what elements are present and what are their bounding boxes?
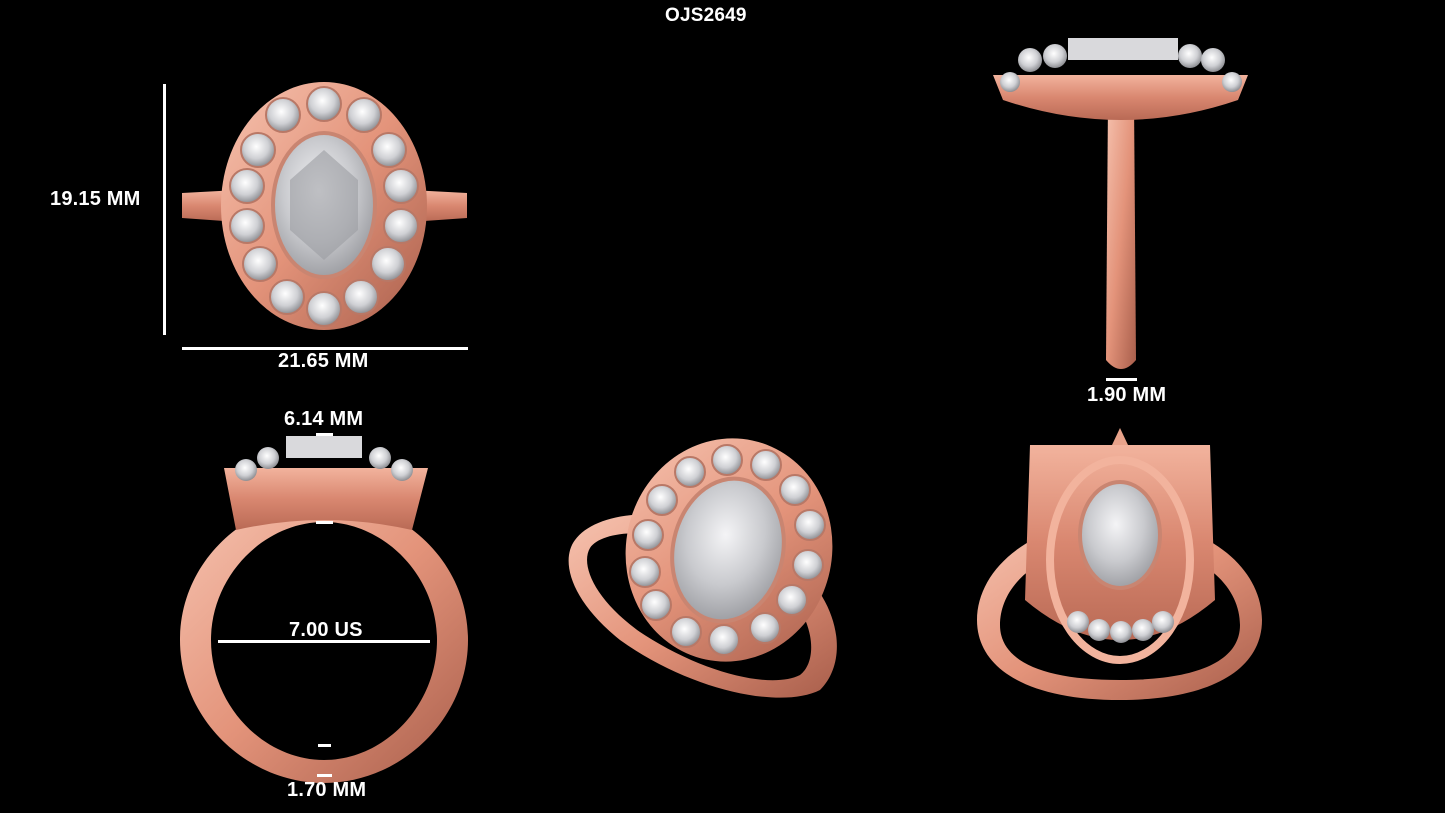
front-view [180, 436, 468, 783]
base-dimension-line-top [318, 744, 331, 747]
front-view-head [224, 468, 428, 530]
shank-top-label: 1.90 MM [1087, 384, 1167, 406]
underside-view-halo-stones [1067, 611, 1174, 643]
side-view-head [993, 75, 1248, 120]
underside-view-prong [1112, 428, 1128, 445]
width-dimension-line [182, 347, 468, 350]
perspective-view-center-stone [670, 476, 786, 624]
width-label: 21.65 MM [278, 350, 369, 372]
side-view-halo-stones [1000, 44, 1242, 92]
side-view-top-stone [1068, 38, 1178, 60]
depth-dimension-line-bottom [316, 521, 333, 524]
shank-base-label: 1.70 MM [287, 779, 367, 801]
shank-dimension-line [1106, 378, 1137, 381]
height-dimension-line [163, 84, 166, 335]
top-view [182, 82, 467, 330]
underside-view-center-stone [1078, 480, 1162, 590]
top-view-halo-stones [229, 86, 419, 327]
size-dimension-line [218, 640, 430, 643]
depth-dimension-line [316, 433, 333, 436]
side-view [993, 38, 1248, 369]
perspective-view-halo-stones [629, 444, 826, 656]
product-code: OJS2649 [665, 5, 747, 26]
ring-size-label: 7.00 US [289, 619, 363, 641]
front-view-top-stone [286, 436, 362, 458]
side-view-shank [1106, 100, 1136, 369]
front-view-halo-stones [235, 447, 413, 481]
base-dimension-line [317, 774, 332, 777]
underside-view [977, 428, 1262, 700]
height-label: 19.15 MM [50, 188, 141, 210]
perspective-view [568, 438, 837, 698]
underside-view-gallery [1046, 456, 1194, 664]
setting-depth-label: 6.14 MM [284, 408, 364, 430]
top-view-facets [290, 150, 358, 260]
